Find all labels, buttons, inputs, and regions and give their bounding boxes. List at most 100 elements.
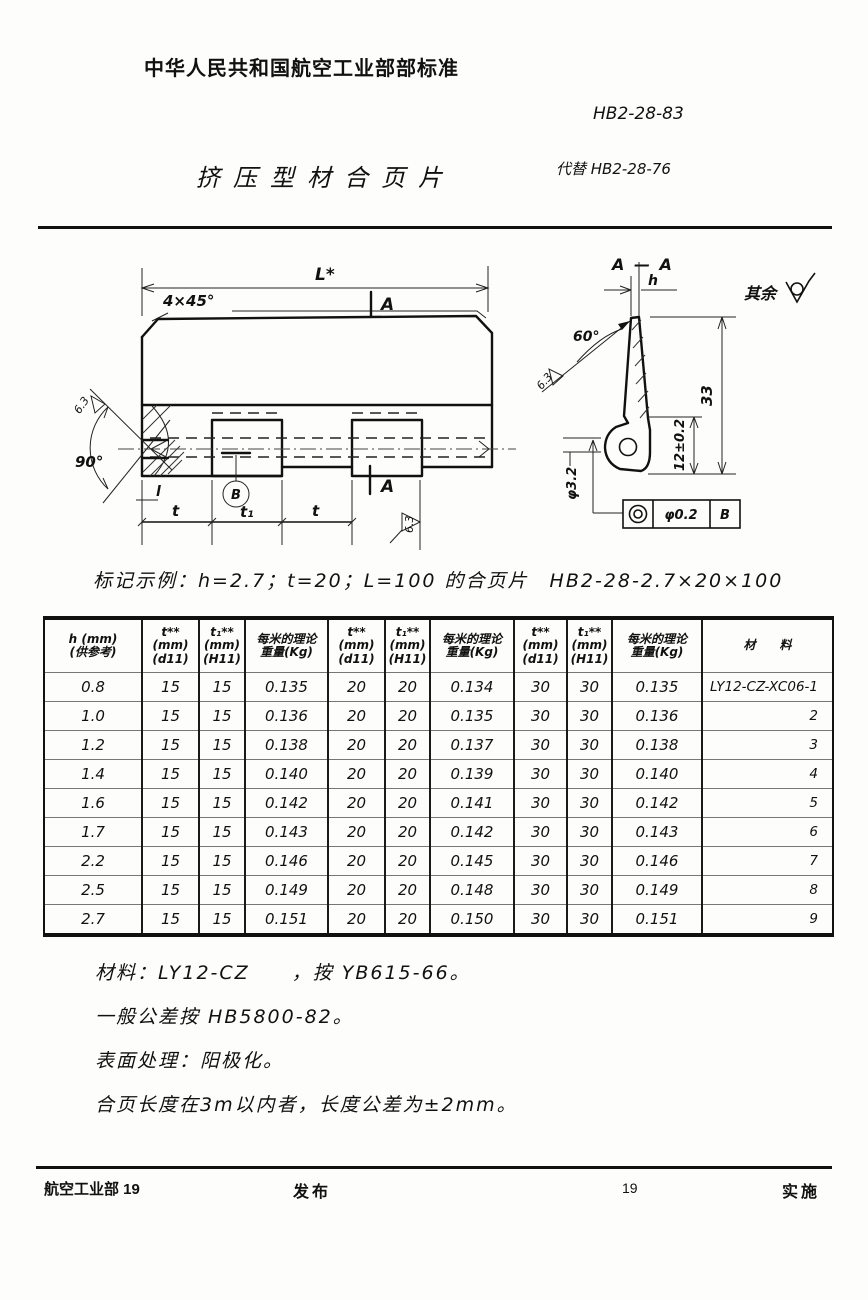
footer-page-number: 19 — [622, 1180, 638, 1196]
footer-rule — [36, 1166, 832, 1169]
dim-L-label: L* — [315, 265, 335, 285]
table-cell: 30 — [566, 846, 612, 876]
table-cell: 20 — [327, 730, 385, 760]
dimension-table: h (mm) (供参考)t** (mm) (d11)t₁** (mm) (H11… — [45, 620, 832, 933]
table-cell: 30 — [513, 730, 567, 760]
table-cell: 2.5 — [45, 875, 142, 905]
table-cell: 30 — [513, 672, 567, 702]
note-length-tolerance: 合页长度在3m以内者，长度公差为±2mm。 — [95, 1094, 518, 1116]
table-cell: 30 — [513, 875, 567, 905]
section-a-top-label: A — [379, 295, 394, 315]
roughness-63-bottom-label: 6.3 — [403, 516, 416, 534]
standard-number: HB2-28-83 — [593, 104, 684, 124]
table-cell: 1.4 — [45, 759, 142, 789]
table-cell: 2.2 — [45, 846, 142, 876]
table-cell: 0.139 — [429, 759, 514, 789]
table-cell: 0.134 — [429, 672, 514, 702]
dimension-table-wrapper: h (mm) (供参考)t** (mm) (d11)t₁** (mm) (H11… — [43, 616, 834, 937]
roughness-63-right-label: 6.3 — [534, 370, 555, 392]
table-cell: 20 — [327, 759, 385, 789]
table-cell: 0.140 — [611, 759, 702, 789]
note-tolerance: 一般公差按 HB5800-82。 — [95, 1006, 354, 1028]
table-header-cell: 每米的理论 重量(Kg) — [611, 620, 702, 673]
table-cell: 7 — [701, 846, 832, 876]
table-header-cell: t** (mm) (d11) — [327, 620, 385, 673]
table-cell: LY12-CZ-XC06-1 — [701, 672, 832, 702]
table-header-cell: 材 料 — [701, 620, 832, 673]
technical-drawing: L* 4×45° A — [71, 255, 816, 550]
dim-t-right-label: t — [312, 502, 320, 520]
table-cell: 0.138 — [611, 730, 702, 760]
table-cell: 0.135 — [244, 672, 328, 702]
table-cell: 0.150 — [429, 904, 514, 933]
table-cell: 20 — [327, 904, 385, 933]
section-a-bottom-label: A — [379, 477, 394, 497]
table-cell: 0.136 — [244, 701, 328, 731]
table-cell: 0.143 — [611, 817, 702, 847]
table-cell: 15 — [198, 817, 245, 847]
table-cell: 8 — [701, 875, 832, 905]
table-cell: 1.7 — [45, 817, 142, 847]
table-cell: 20 — [327, 817, 385, 847]
table-cell: 0.8 — [45, 672, 142, 702]
others-roughness-label: 其余 — [744, 284, 779, 303]
fcf-tolerance-label: φ0.2 — [664, 508, 697, 523]
dim-12-label: 12±0.2 — [673, 419, 688, 471]
table-header-cell: t₁** (mm) (H11) — [198, 620, 245, 673]
footer-implement: 实施 — [782, 1184, 821, 1201]
table-cell: 15 — [198, 759, 245, 789]
footer-issuer: 航空工业部 19 — [44, 1181, 140, 1198]
concentricity-icon — [628, 504, 648, 524]
table-cell: 2 — [701, 701, 832, 731]
table-cell: 30 — [513, 846, 567, 876]
marking-example: 标记示例：h=2.7；t=20；L=100 的合页片 HB2-28-2.7×20… — [93, 570, 784, 592]
table-cell: 20 — [384, 904, 430, 933]
table-cell: 15 — [141, 875, 199, 905]
table-cell: 30 — [513, 817, 567, 847]
table-cell: 15 — [141, 759, 199, 789]
table-cell: 0.145 — [429, 846, 514, 876]
table-cell: 20 — [384, 788, 430, 818]
table-cell: 20 — [384, 817, 430, 847]
table-cell: 15 — [141, 817, 199, 847]
table-cell: 0.148 — [429, 875, 514, 905]
table-cell: 15 — [198, 875, 245, 905]
fcf-datum-label: B — [720, 508, 730, 523]
table-cell: 15 — [141, 904, 199, 933]
table-cell: 0.136 — [611, 701, 702, 731]
table-cell: 20 — [384, 846, 430, 876]
table-cell: 0.149 — [611, 875, 702, 905]
table-cell: 0.142 — [244, 788, 328, 818]
table-cell: 0.142 — [429, 817, 514, 847]
dim-t-left-label: t — [172, 502, 180, 520]
table-header-cell: 每米的理论 重量(Kg) — [429, 620, 514, 673]
dim-l-label: l — [156, 484, 161, 500]
table-cell: 15 — [141, 730, 199, 760]
table-cell: 20 — [327, 788, 385, 818]
dim-h-label: h — [648, 273, 658, 289]
table-cell: 20 — [384, 672, 430, 702]
table-cell: 0.137 — [429, 730, 514, 760]
angle-90-label: 90° — [75, 453, 103, 471]
table-cell: 15 — [141, 701, 199, 731]
dim-t1-label: t₁ — [240, 503, 254, 521]
table-cell: 15 — [141, 846, 199, 876]
table-cell: 15 — [141, 788, 199, 818]
table-cell: 15 — [141, 672, 199, 702]
table-header-cell: t₁** (mm) (H11) — [566, 620, 612, 673]
note-material: 材料：LY12-CZ ，按 YB615-66。 — [95, 962, 471, 984]
table-cell: 15 — [198, 788, 245, 818]
table-cell: 30 — [566, 788, 612, 818]
table-cell: 1.0 — [45, 701, 142, 731]
table-cell: 30 — [566, 672, 612, 702]
table-cell: 20 — [384, 701, 430, 731]
org-standard-title: 中华人民共和国航空工业部部标准 — [144, 58, 459, 80]
